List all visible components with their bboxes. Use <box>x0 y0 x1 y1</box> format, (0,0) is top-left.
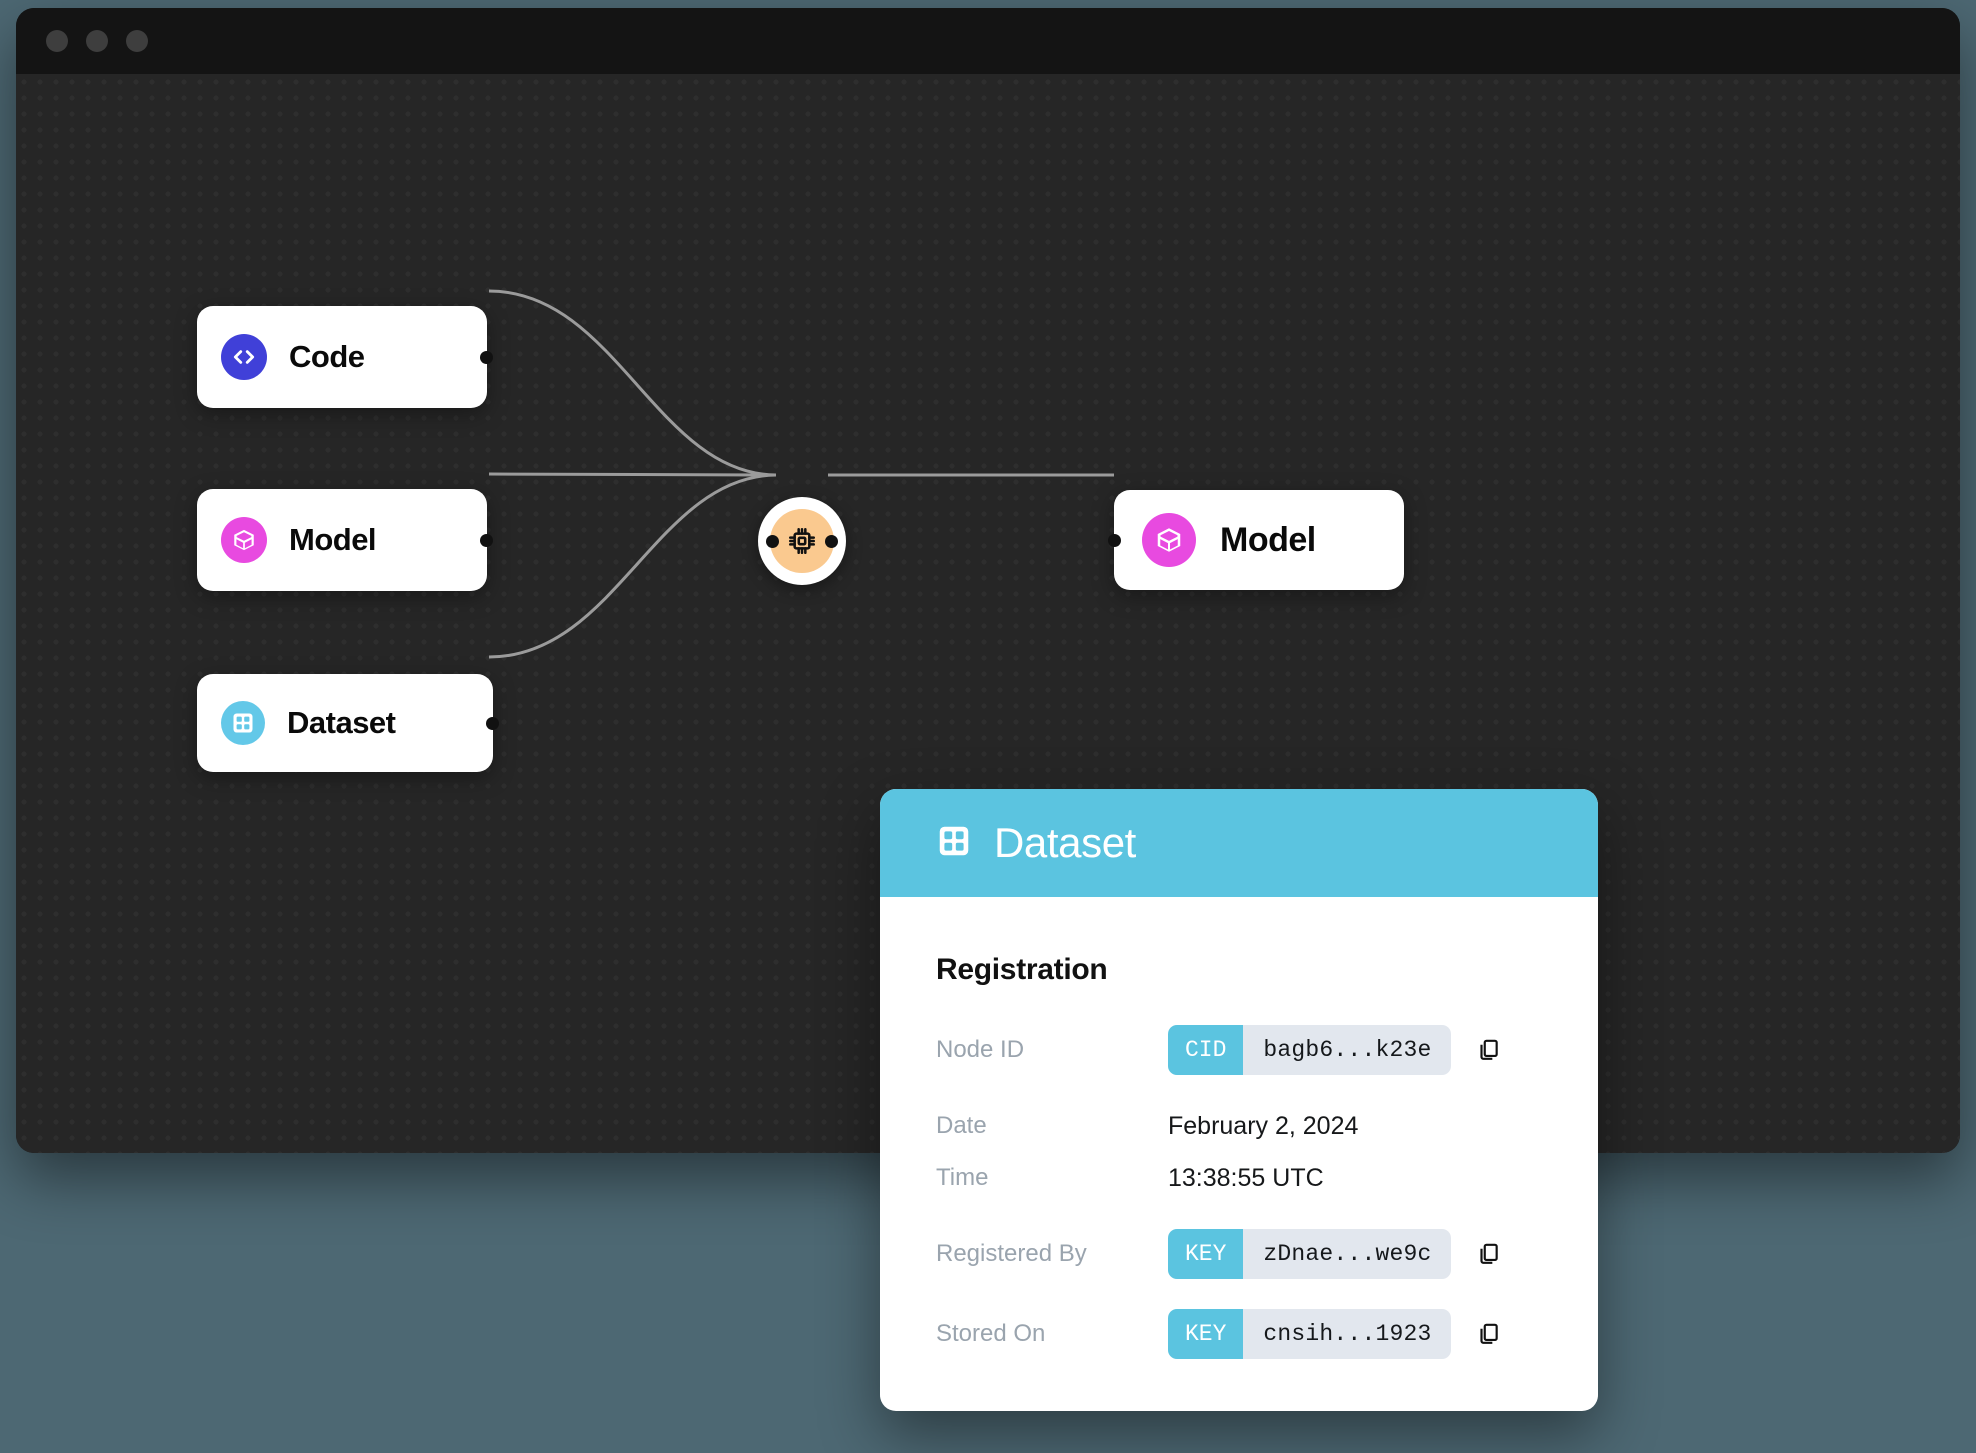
chip-tag: CID <box>1168 1025 1244 1075</box>
cube-icon <box>221 517 267 563</box>
cube-icon <box>1142 513 1196 567</box>
row-label: Date <box>936 1112 987 1139</box>
chip-value: bagb6...k23e <box>1243 1025 1452 1075</box>
chip-value: zDnae...we9c <box>1243 1229 1452 1279</box>
copy-icon[interactable] <box>1473 1319 1503 1349</box>
output-port[interactable] <box>486 717 499 730</box>
output-port[interactable] <box>480 351 493 364</box>
row-stored-on: Stored On KEY cnsih...1923 <box>936 1309 1542 1359</box>
chip-value: cnsih...1923 <box>1243 1309 1452 1359</box>
node-label: Dataset <box>287 705 396 740</box>
value-chip: CID bagb6...k23e <box>1168 1025 1452 1075</box>
grid-table-icon <box>221 701 265 745</box>
row-label: Time <box>936 1164 989 1191</box>
row-node-id: Node ID CID bagb6...k23e <box>936 1025 1542 1075</box>
node-label: Model <box>289 522 377 557</box>
detail-card-body: Registration Node ID CID bagb6...k23e Da… <box>880 897 1598 1359</box>
copy-icon[interactable] <box>1473 1035 1503 1065</box>
node-label: Code <box>289 339 365 374</box>
code-brackets-icon <box>221 334 267 380</box>
node-code[interactable]: Code <box>197 306 493 408</box>
value-chip: KEY cnsih...1923 <box>1168 1309 1452 1359</box>
detail-card-title: Dataset <box>994 819 1136 866</box>
row-label: Stored On <box>936 1320 1046 1347</box>
dataset-detail-card: Dataset Registration Node ID CID bagb6..… <box>880 789 1598 1411</box>
chip-tag: KEY <box>1168 1229 1244 1279</box>
row-registered-by: Registered By KEY zDnae...we9c <box>936 1229 1542 1279</box>
row-label: Registered By <box>936 1240 1087 1267</box>
maximize-button[interactable] <box>126 30 148 52</box>
grid-table-icon <box>936 823 972 864</box>
row-label: Node ID <box>936 1036 1025 1063</box>
value-chip: KEY zDnae...we9c <box>1168 1229 1452 1279</box>
section-title: Registration <box>936 953 1108 986</box>
node-model-output[interactable]: Model <box>1108 490 1404 590</box>
row-value: February 2, 2024 <box>1168 1111 1359 1140</box>
row-date: Date February 2, 2024 <box>936 1105 1542 1147</box>
input-port[interactable] <box>1108 534 1121 547</box>
node-dataset[interactable]: Dataset <box>197 674 499 772</box>
cpu-chip-icon <box>789 528 815 554</box>
cpu-hub-inner <box>770 509 834 573</box>
close-button[interactable] <box>46 30 68 52</box>
output-port[interactable] <box>480 534 493 547</box>
cpu-hub-node[interactable] <box>758 497 846 585</box>
row-value: 13:38:55 UTC <box>1168 1163 1324 1192</box>
copy-icon[interactable] <box>1473 1239 1503 1269</box>
minimize-button[interactable] <box>86 30 108 52</box>
hub-output-port[interactable] <box>825 535 838 548</box>
node-label: Model <box>1220 520 1316 559</box>
hub-input-port[interactable] <box>766 535 779 548</box>
chip-tag: KEY <box>1168 1309 1244 1359</box>
detail-card-header: Dataset <box>880 789 1598 897</box>
row-time: Time 13:38:55 UTC <box>936 1157 1542 1199</box>
window-titlebar <box>16 8 1960 74</box>
node-model-input[interactable]: Model <box>197 489 493 591</box>
